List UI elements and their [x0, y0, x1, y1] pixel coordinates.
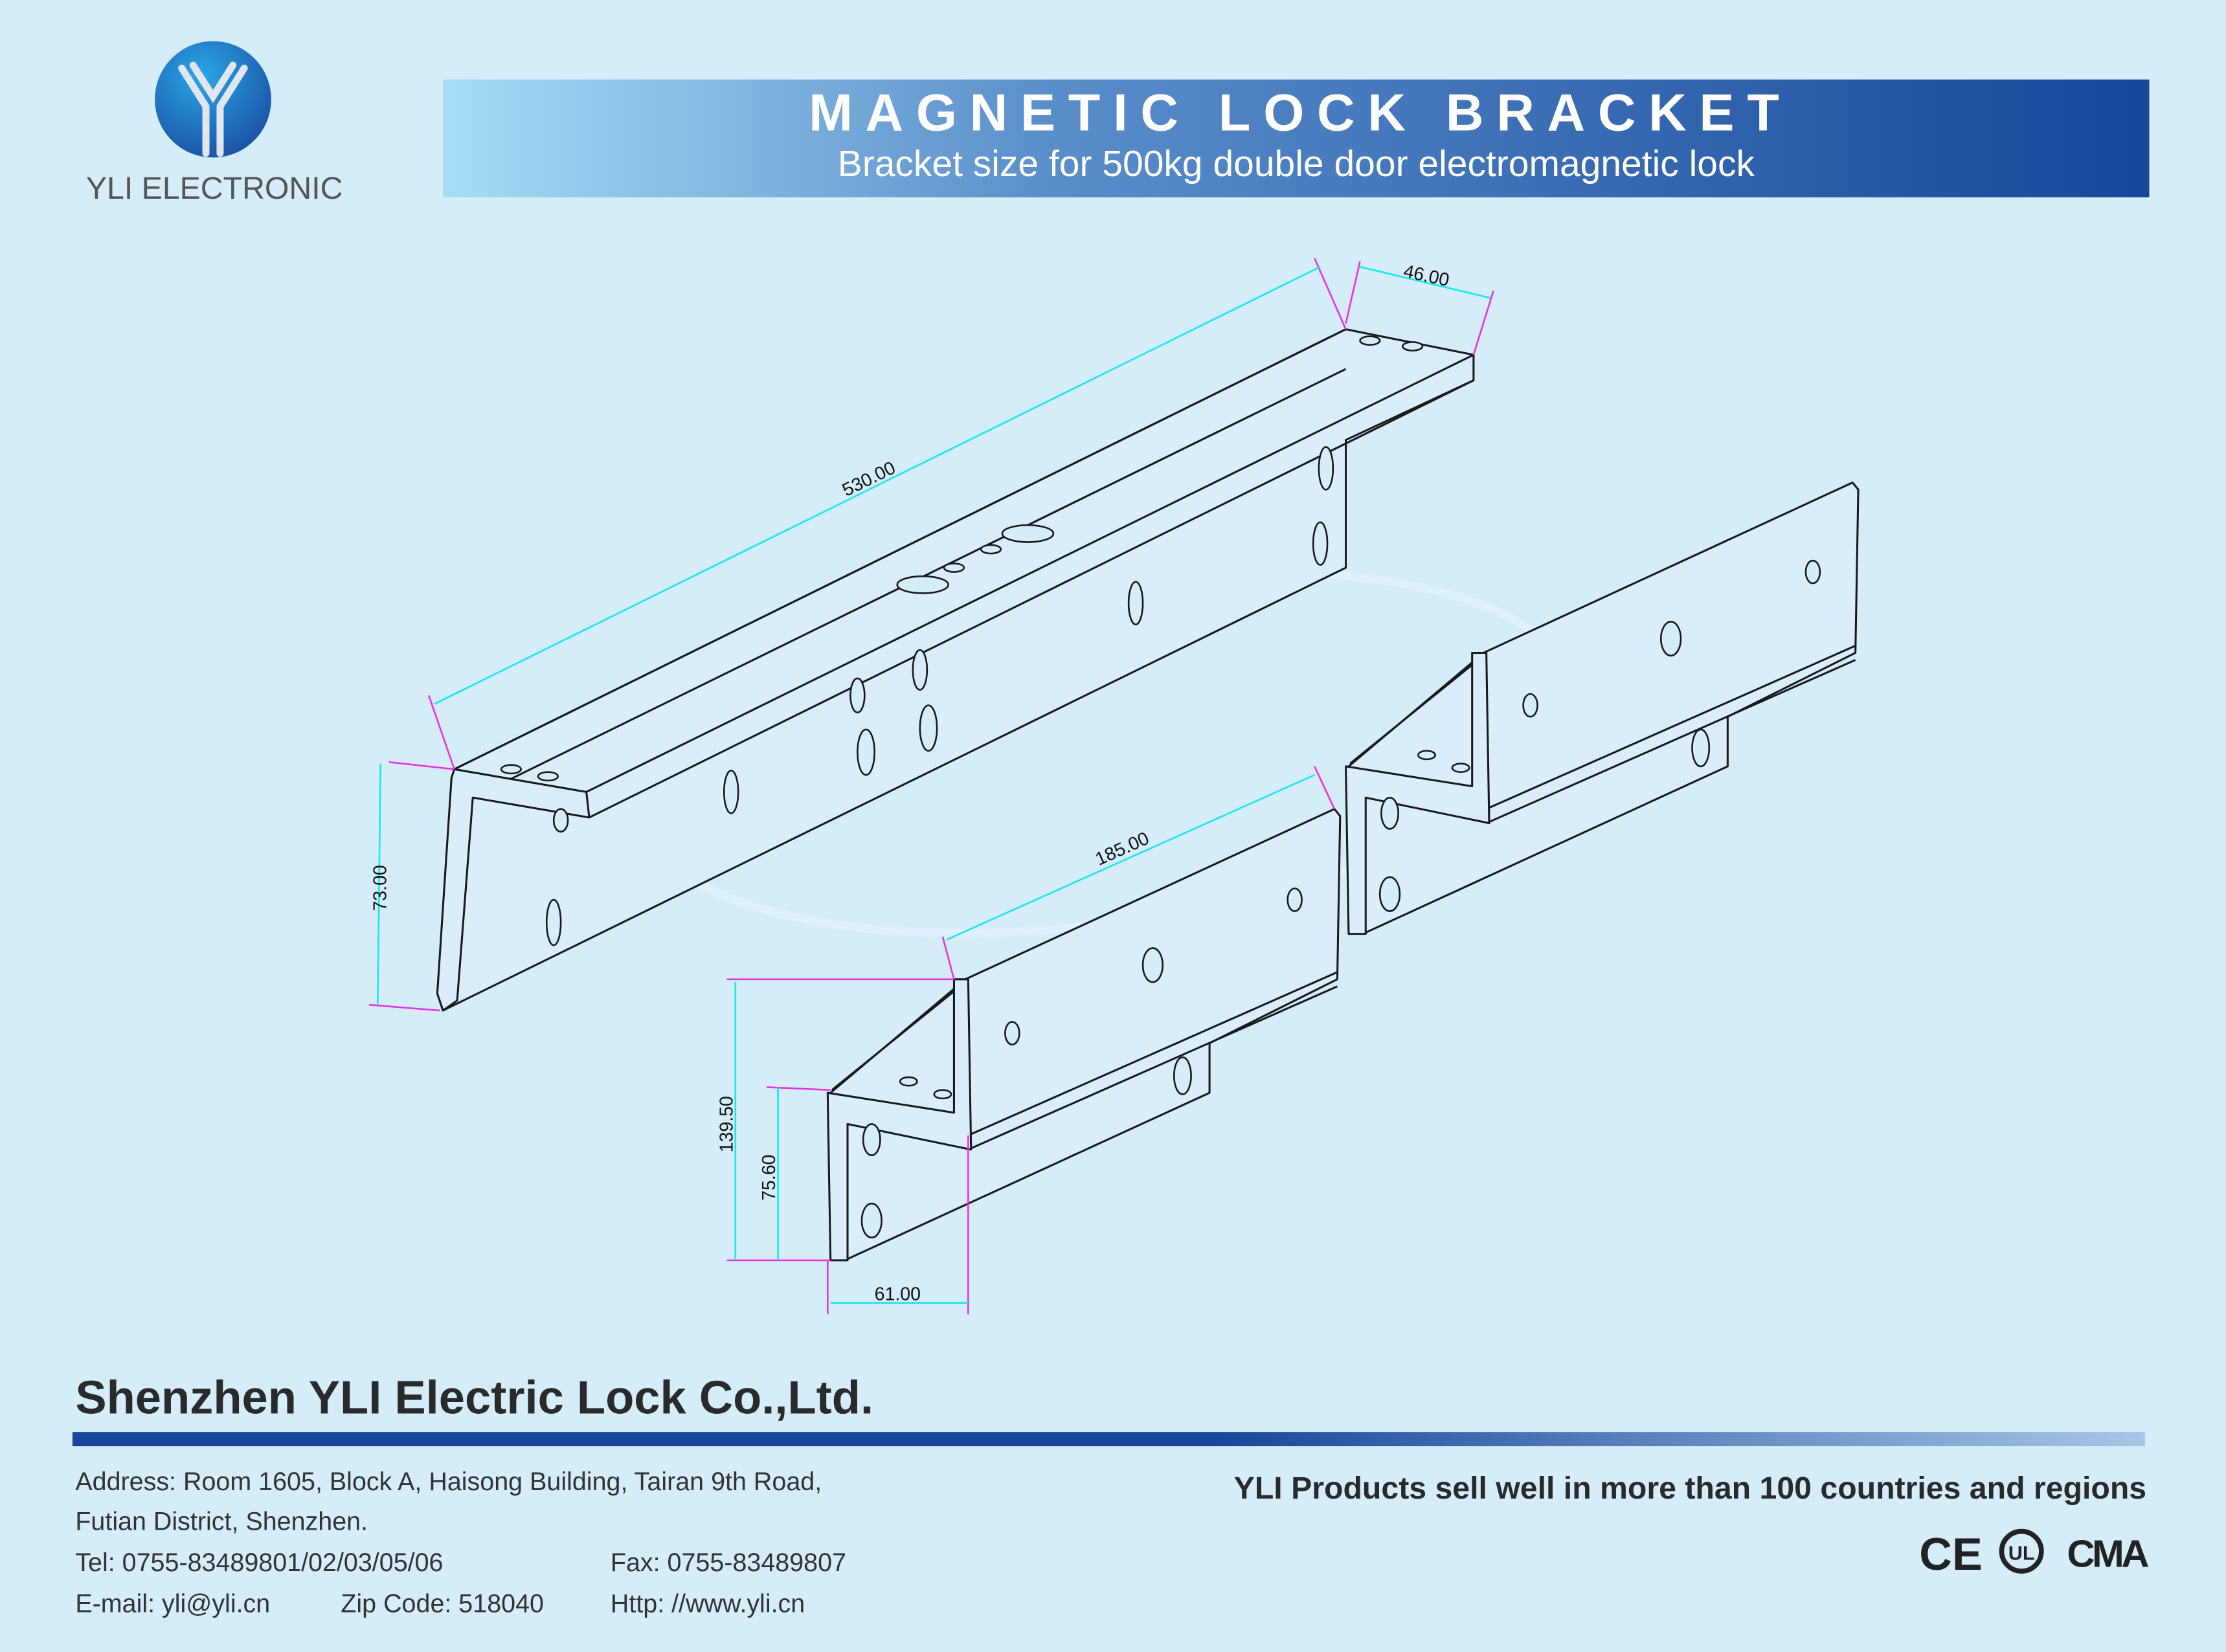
email: E-mail: yli@yli.cn	[75, 1590, 270, 1618]
header-banner: MAGNETIC LOCK BRACKET Bracket size for 5…	[443, 79, 2150, 197]
dim-total-height: 139.50	[716, 1096, 737, 1152]
long-bracket-drawing	[436, 328, 1475, 1012]
cma-mark-icon: CMA	[2067, 1532, 2152, 1575]
logo-brand-text: YLI ELECTRONIC	[86, 171, 343, 206]
small-bracket-rear	[1345, 481, 1860, 935]
ul-mark-icon: UL	[1999, 1528, 2044, 1574]
footer-divider	[72, 1432, 2145, 1447]
address-line2: Futian District, Shenzhen.	[75, 1507, 368, 1535]
company-logo: YLI ELECTRONIC	[86, 41, 343, 206]
fax: Fax: 0755-83489807	[611, 1548, 846, 1577]
page-title: MAGNETIC LOCK BRACKET	[809, 84, 1792, 142]
website: Http: //www.yli.cn	[611, 1590, 805, 1618]
ul-mark-text: UL	[2008, 1541, 2035, 1564]
mounting-holes	[500, 335, 1424, 946]
footer: Shenzhen YLI Electric Lock Co.,Ltd. Addr…	[72, 1372, 2152, 1618]
dim-length: 530.00	[839, 458, 899, 501]
ce-mark-icon: CE	[1919, 1528, 1982, 1579]
certification-marks: CE UL CMA	[1919, 1528, 2152, 1579]
dim-depth: 61.00	[875, 1284, 921, 1304]
slogan: YLI Products sell well in more than 100 …	[1234, 1471, 2146, 1506]
address-line1: Address: Room 1605, Block A, Haisong Bui…	[75, 1468, 822, 1496]
dim-height: 73.00	[370, 865, 390, 911]
company-name: Shenzhen YLI Electric Lock Co.,Ltd.	[75, 1372, 873, 1424]
dim-width: 46.00	[1402, 261, 1451, 291]
cma-mark-text: CMA	[2067, 1532, 2148, 1575]
zip-code: Zip Code: 518040	[341, 1590, 544, 1618]
small-bracket-front	[826, 808, 1342, 1262]
dimension-annotations: 530.00 46.00 73.00 185.00 139.50 75.60 6…	[369, 258, 1494, 1315]
page-subtitle: Bracket size for 500kg double door elect…	[838, 143, 1755, 184]
tel: Tel: 0755-83489801/02/03/05/06	[75, 1548, 443, 1577]
dim-step-height: 75.60	[759, 1154, 780, 1200]
dim-small-length: 185.00	[1092, 828, 1152, 870]
